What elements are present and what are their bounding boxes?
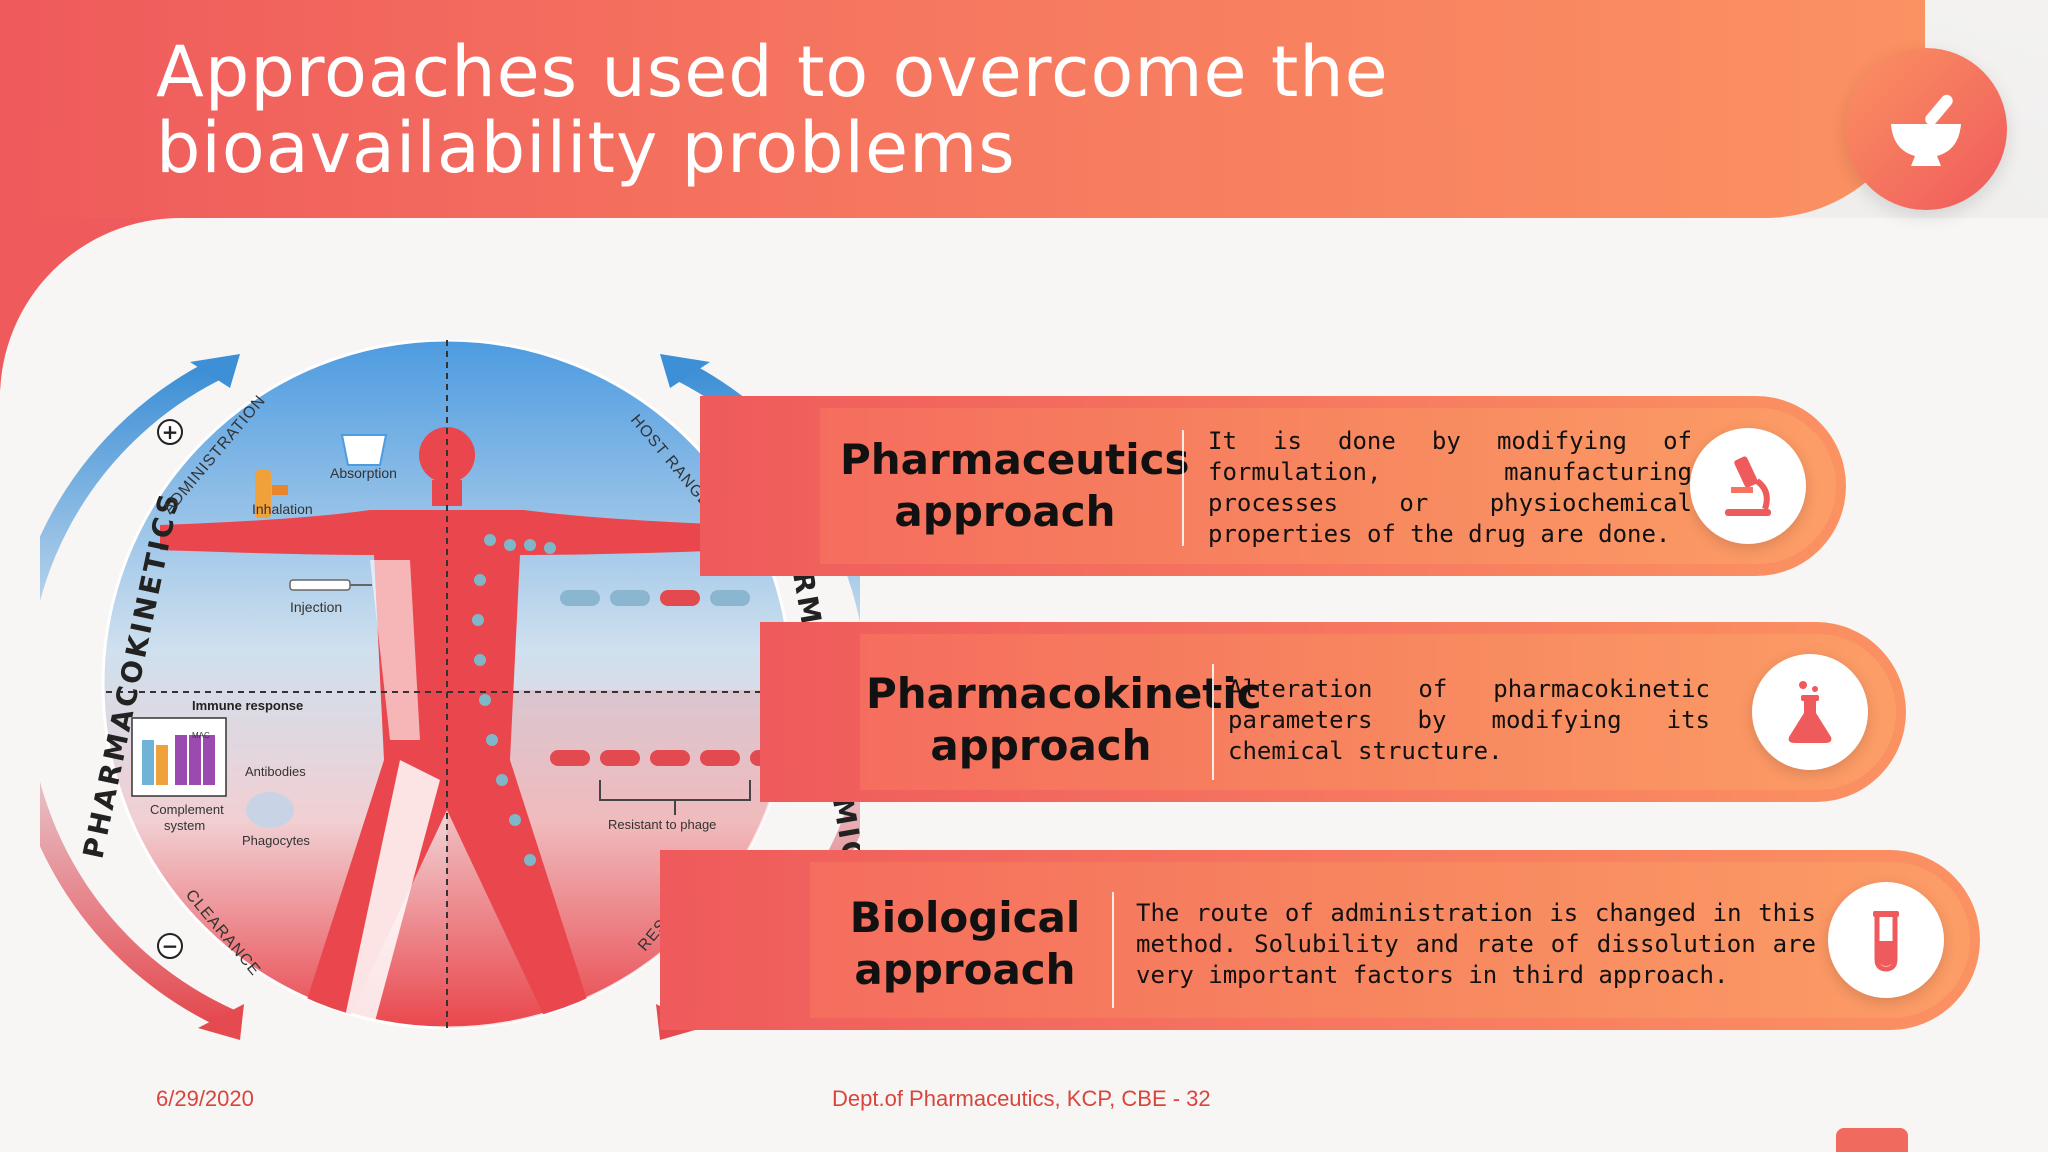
biological-description: The route of administration is changed i… [1136, 899, 1816, 989]
header-banner [0, 0, 1925, 218]
biological-approach-label: Biological approach [849, 893, 1081, 994]
immune-response-label: Immune response [192, 698, 303, 713]
cup-icon [340, 434, 388, 466]
bacteria-row-bottom [550, 750, 780, 766]
vessel-beads [472, 534, 556, 866]
resistant-to-phage-label: Resistant to phage [608, 817, 716, 832]
absorption-label: Absorption [330, 465, 397, 481]
phagocyte-icon [246, 792, 294, 828]
pharmaceutics-approach-label: Pharmaceutics approach [840, 435, 1190, 536]
svg-text:+: + [162, 420, 179, 444]
syringe-icon [289, 579, 372, 591]
approach-row-pharmacokinetic [760, 622, 1906, 802]
title-badge [1845, 48, 2007, 210]
injection-label: Injection [290, 599, 342, 615]
pharmaceutics-description: It is done by modifying of formulation, … [1208, 427, 1692, 548]
pharmacokinetic-description: Alteration of pharmacokinetic parameters… [1228, 675, 1710, 765]
row-inner-band [860, 634, 1896, 790]
test-tube-icon [1873, 911, 1899, 972]
complement-label-line2: system [164, 818, 205, 833]
flask-badge [1752, 654, 1868, 770]
inhalation-label: Inhalation [252, 501, 313, 517]
approach-row-biological [660, 850, 1980, 1030]
left-arc-arrowhead-top [190, 354, 240, 388]
row-divider [1112, 892, 1114, 1008]
minus-badge-left: − [157, 933, 183, 959]
footer-department: Dept.of Pharmaceutics, KCP, CBE - 32 [832, 1086, 1211, 1111]
row-inner-band [810, 862, 1970, 1018]
microscope-icon [1725, 456, 1771, 516]
footer-date: 6/29/2020 [156, 1086, 254, 1111]
complement-label-line1: Complement [150, 802, 224, 817]
left-arc-arrowhead-bottom [198, 1004, 244, 1040]
pharmacokinetic-approach-label: Pharmacokinetic approach [866, 669, 1262, 770]
row-divider [1212, 664, 1214, 780]
inhaler-icon [255, 470, 271, 518]
mac-complex [142, 735, 215, 785]
microscope-badge [1690, 428, 1806, 544]
mortar-pestle-icon [1891, 94, 1961, 166]
mac-label: MAC [192, 731, 210, 740]
bacteria-row-top [560, 590, 750, 606]
row-divider [1182, 430, 1184, 546]
antibodies-label: Antibodies [245, 764, 306, 779]
page-title: Approaches used to overcome the bioavail… [156, 31, 1389, 189]
test-tube-badge [1828, 882, 1944, 998]
corner-tab [1836, 1128, 1908, 1152]
flask-icon [1788, 681, 1832, 743]
right-arc-arrowhead-top [660, 354, 710, 388]
plus-badge-left: + [157, 419, 183, 445]
approach-row-pharmaceutics [700, 396, 1846, 576]
phagocytes-label: Phagocytes [242, 833, 310, 848]
row-inner-band [820, 408, 1836, 564]
svg-text:−: − [162, 934, 179, 958]
